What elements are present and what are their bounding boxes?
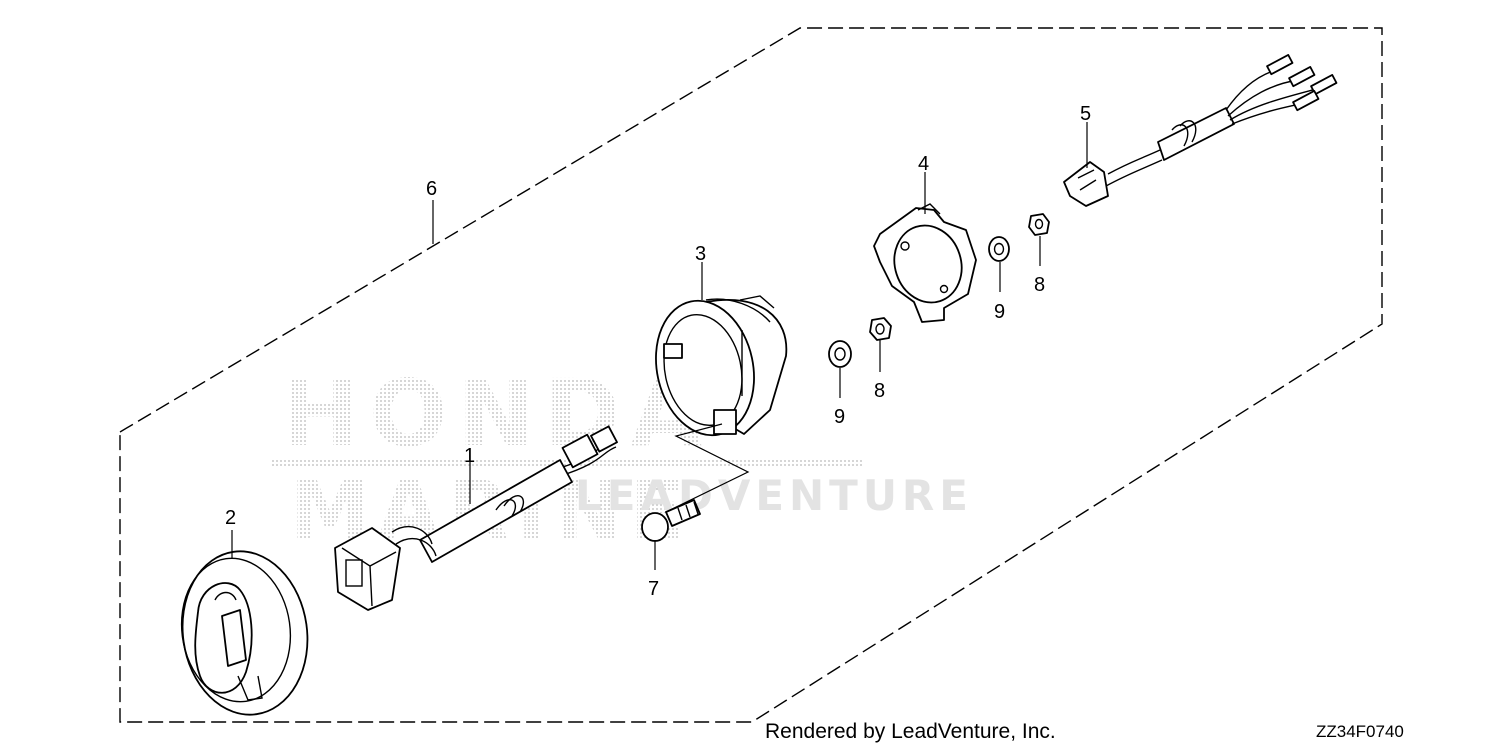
- part-switch-cover[interactable]: [172, 543, 318, 723]
- callouts: 6 2 1 3 4 5 7 8 8 9 9: [225, 103, 1091, 600]
- callout-5: 5: [1080, 103, 1091, 125]
- part-sub-harness[interactable]: [1063, 54, 1338, 207]
- footer-credit: Rendered by LeadVenture, Inc.: [765, 720, 1056, 743]
- part-washer-lower[interactable]: [828, 340, 852, 368]
- callout-3: 3: [695, 243, 706, 265]
- watermark: HONDA MARINE LEADVENTURE: [272, 360, 973, 557]
- callout-8-upper: 8: [1034, 274, 1045, 296]
- watermark-leadventure: LEADVENTURE: [575, 471, 973, 520]
- leader-lines: [231, 122, 1088, 570]
- part-nut-lower[interactable]: [869, 317, 892, 341]
- part-switch-harness[interactable]: [334, 425, 618, 611]
- callout-7: 7: [648, 578, 659, 600]
- diagram-code: ZZ34F0740: [1316, 722, 1404, 741]
- callout-8-lower: 8: [874, 380, 885, 402]
- watermark-honda: HONDA: [282, 360, 712, 467]
- callout-2: 2: [225, 507, 236, 529]
- part-mounting-plate[interactable]: [873, 203, 977, 323]
- assembly-boundary: [119, 27, 1383, 723]
- callout-4: 4: [918, 153, 929, 175]
- part-nut-upper[interactable]: [1028, 213, 1050, 236]
- callout-9-lower: 9: [834, 406, 845, 428]
- part-switch-housing[interactable]: [644, 292, 788, 445]
- part-washer-upper[interactable]: [988, 236, 1010, 262]
- watermark-rule: [272, 458, 862, 466]
- callout-1: 1: [464, 445, 475, 467]
- part-screw[interactable]: [641, 499, 701, 542]
- callout-9-upper: 9: [994, 301, 1005, 323]
- callout-6: 6: [426, 178, 437, 200]
